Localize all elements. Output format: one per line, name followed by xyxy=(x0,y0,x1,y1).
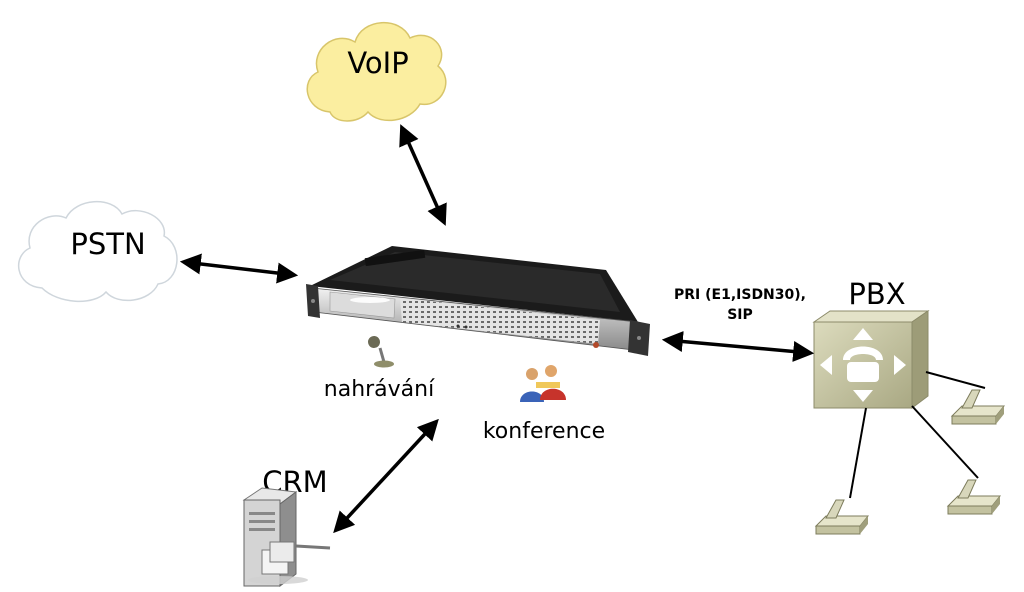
server-icon xyxy=(242,487,331,587)
pbx-switch: PBX xyxy=(812,277,930,409)
pbx-link-label-line2: SIP xyxy=(727,307,753,323)
cloud-icon xyxy=(306,22,447,122)
crm-server-arrow xyxy=(333,418,439,534)
voip-cloud: VoIP xyxy=(306,22,447,122)
pstn-label: PSTN xyxy=(70,227,145,261)
phone-cable-3 xyxy=(849,407,867,499)
phone-cable-2 xyxy=(911,405,979,479)
pbx-switch-icon xyxy=(812,310,930,409)
voip-server-arrow xyxy=(399,124,447,226)
crm-node: CRM xyxy=(242,465,331,587)
phone-icon xyxy=(814,499,870,535)
conference-label: konference xyxy=(483,419,605,444)
recording-label: nahrávání xyxy=(324,377,435,402)
rack-server-icon xyxy=(306,246,650,356)
phone-icon xyxy=(946,479,1002,515)
server-pbx-arrow xyxy=(661,331,815,362)
phone-cable-1 xyxy=(925,371,986,389)
phone-icon xyxy=(950,389,1006,425)
people-icon xyxy=(520,365,566,402)
pstn-cloud: PSTN xyxy=(17,200,178,303)
pstn-server-arrow xyxy=(179,253,299,284)
cloud-icon xyxy=(17,200,178,303)
pbx-label: PBX xyxy=(848,277,905,311)
voip-label: VoIP xyxy=(347,46,408,80)
microphone-icon xyxy=(368,336,394,368)
pbx-link-label-line1: PRI (E1,ISDN30), xyxy=(674,287,806,303)
